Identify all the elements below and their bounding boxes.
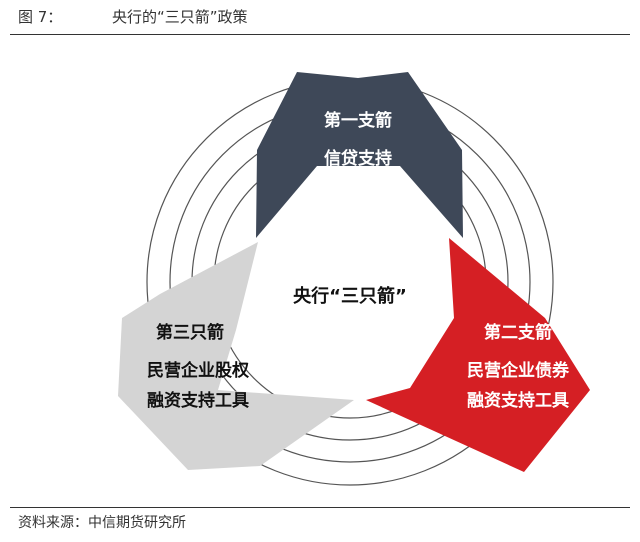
arrow-two-title: 第二支箭: [484, 322, 552, 343]
arrow-one-line-1: 信贷支持: [324, 148, 392, 169]
arrow-two-line-1: 民营企业债券: [467, 360, 570, 381]
figure-label: 图 7：: [18, 8, 63, 26]
diagram-canvas: 央行“三只箭” 第一支箭 信贷支持 第二支箭 民营企业债券 融资支持工具 第三只…: [118, 72, 590, 486]
arrow-one-title: 第一支箭: [324, 110, 392, 131]
source-note: 资料来源：中信期货研究所: [18, 515, 186, 531]
center-label: 央行“三只箭”: [293, 285, 407, 307]
arrow-two-shape: [366, 238, 590, 472]
top-divider: [10, 34, 630, 35]
three-arrows-diagram: 央行“三只箭” 第一支箭 信贷支持 第二支箭 民营企业债券 融资支持工具 第三只…: [0, 36, 640, 506]
arrow-three-line-2: 融资支持工具: [147, 390, 249, 411]
figure-header: 图 7： 央行的“三只箭”政策: [0, 0, 640, 34]
figure-title: 央行的“三只箭”政策: [112, 8, 248, 26]
arrow-one-shape: [256, 72, 463, 238]
arrow-two-line-2: 融资支持工具: [467, 390, 569, 411]
arrow-three-shape: [118, 242, 354, 470]
center-hexagon: [258, 168, 448, 312]
arrow-three-line-1: 民营企业股权: [147, 360, 250, 381]
bottom-divider: [10, 507, 630, 508]
arrow-three-title: 第三只箭: [156, 322, 224, 343]
